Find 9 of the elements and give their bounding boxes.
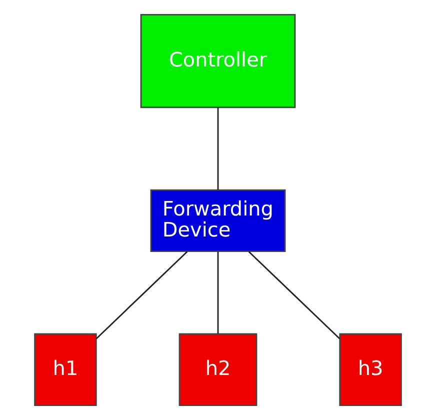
connector	[248, 250, 340, 339]
node-box: h1	[34, 332, 96, 406]
connector	[216, 251, 218, 334]
node-box: Controller	[140, 13, 296, 108]
connector	[95, 250, 188, 339]
node-box: h2	[178, 332, 257, 406]
node-box: Forwarding Device	[150, 188, 286, 252]
connector	[216, 106, 218, 190]
node-box: h3	[338, 332, 402, 406]
